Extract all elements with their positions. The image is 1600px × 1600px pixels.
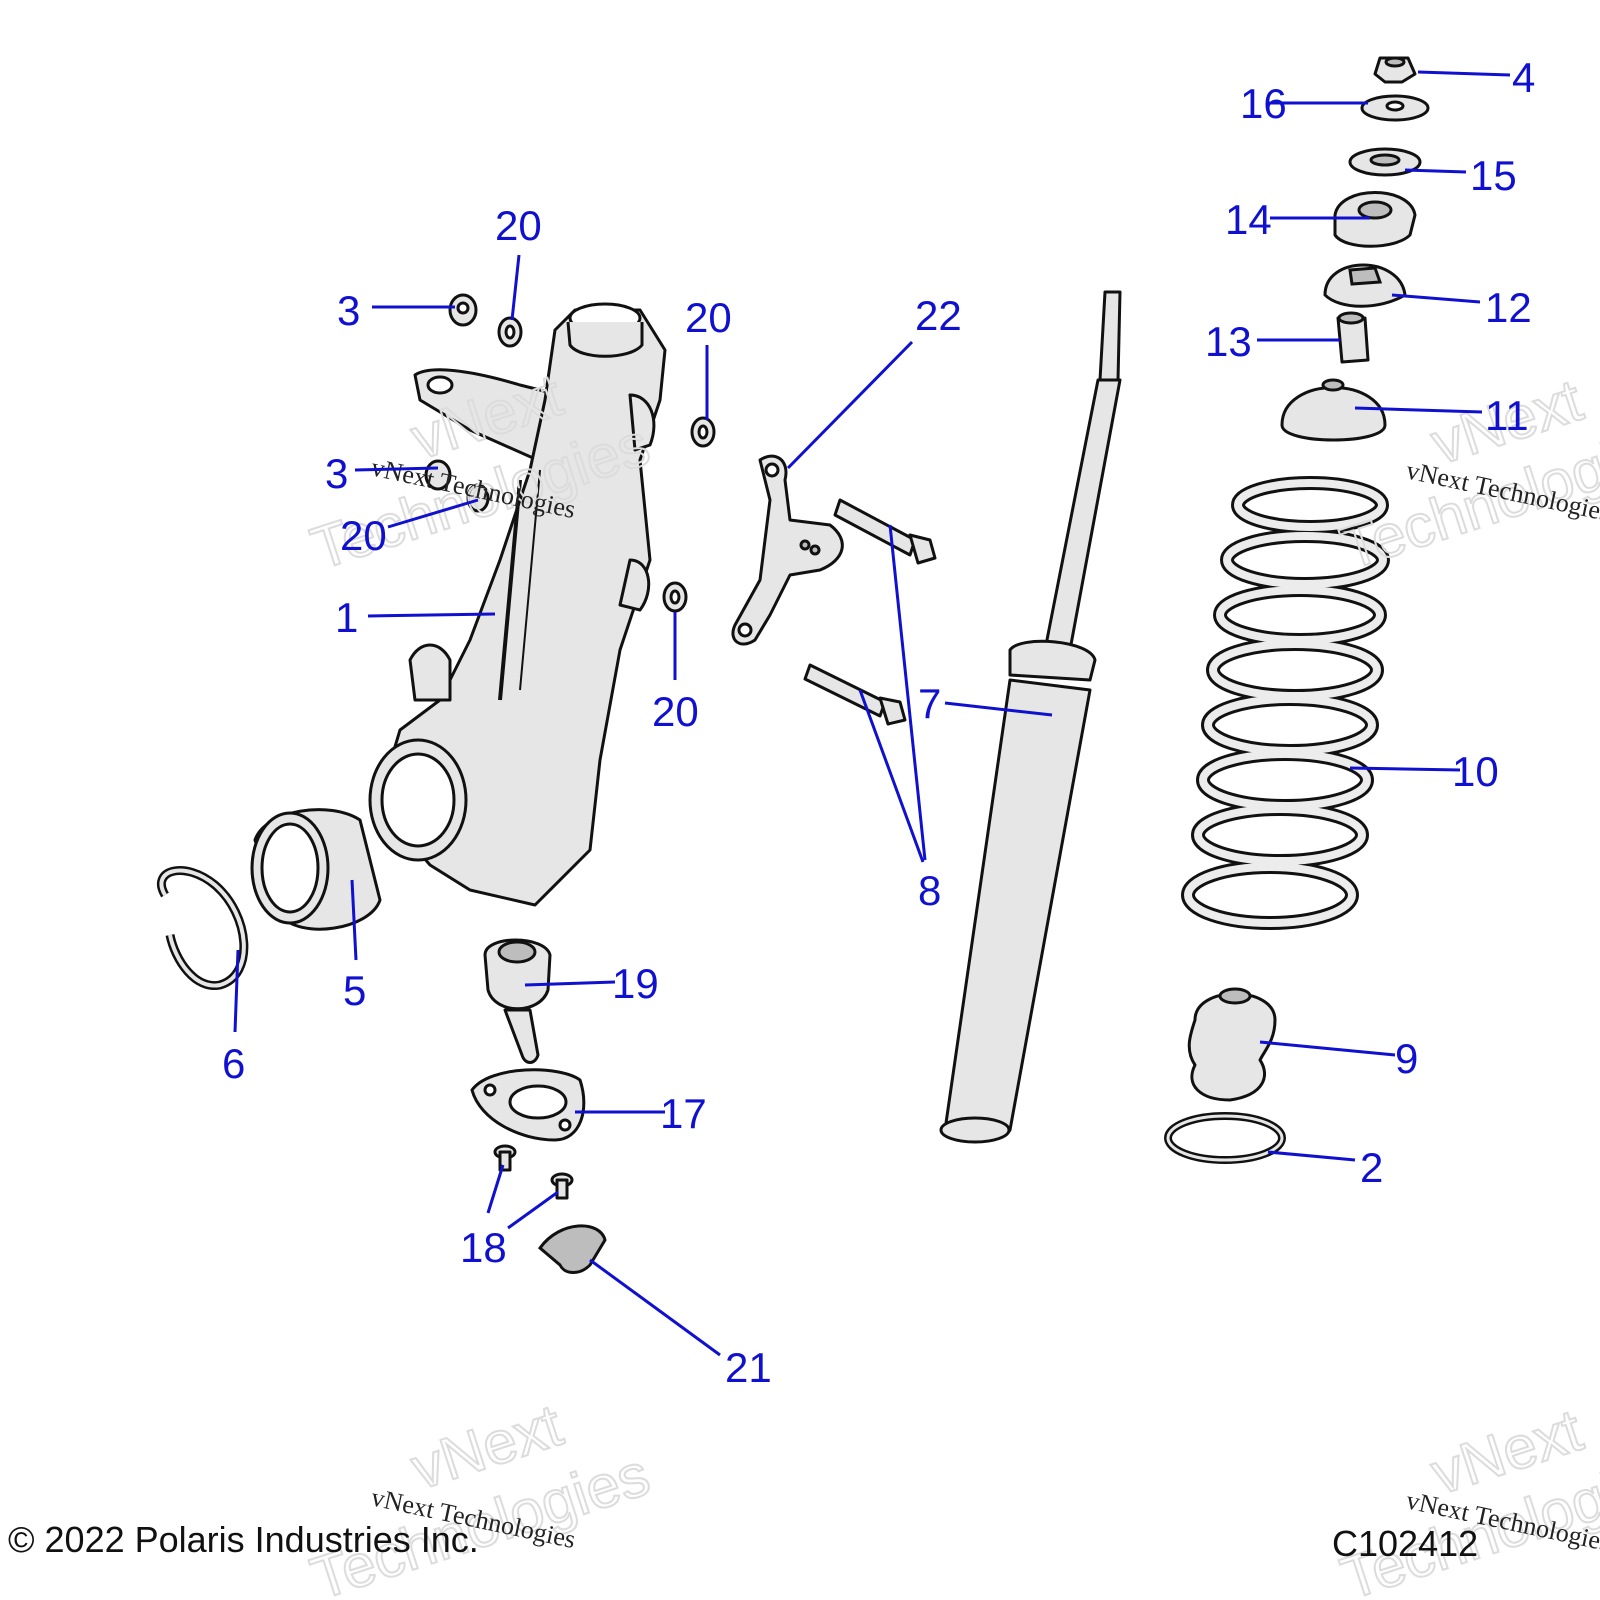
leader-5: [350, 879, 358, 961]
screw-part-b: [550, 1172, 574, 1200]
callout-22: 22: [915, 292, 962, 339]
leader-22: [786, 340, 914, 470]
callout-20-left: 20: [340, 512, 387, 559]
callout-7: 7: [918, 680, 941, 727]
washer-part-d: [662, 581, 688, 613]
nut-part-4: [1373, 56, 1417, 84]
callout-11: 11: [1485, 392, 1529, 439]
callout-8: 8: [918, 867, 941, 914]
callout-20-right-lower: 20: [652, 688, 699, 735]
leader-20a: [510, 254, 521, 321]
bearing-part: [250, 808, 382, 931]
cup-part: [1323, 263, 1407, 308]
callout-9: 9: [1395, 1035, 1418, 1082]
callout-6: 6: [222, 1040, 245, 1087]
bolt-part-a: [833, 498, 937, 565]
leader-8a: [888, 524, 927, 861]
washer-part-c: [466, 483, 490, 513]
cap-part: [537, 1224, 607, 1274]
washer-part-15: [1348, 147, 1422, 177]
coil-spring-part: [1181, 476, 1390, 930]
leader-20c: [387, 498, 479, 529]
leader-18a: [486, 1164, 505, 1214]
bump-stop-part: [1187, 987, 1277, 1102]
leader-11: [1354, 406, 1483, 414]
callout-2: 2: [1360, 1144, 1383, 1191]
callout-17: 17: [660, 1090, 707, 1137]
callout-18: 18: [460, 1224, 507, 1271]
ball-joint-part: [483, 938, 552, 1064]
leader-10: [1349, 766, 1461, 772]
copyright-text: © 2022 Polaris Industries Inc.: [8, 1519, 479, 1560]
bolt-part-b: [803, 663, 907, 726]
leader-8b: [858, 689, 925, 863]
callout-14: 14: [1225, 196, 1272, 243]
callout-4: 4: [1512, 54, 1535, 101]
callout-15: 15: [1470, 152, 1517, 199]
callout-5: 5: [343, 967, 366, 1014]
parts-artwork: [156, 56, 1430, 1274]
leader-7: [944, 701, 1053, 717]
snap-ring-part: [156, 866, 249, 990]
leader-lines: [233, 70, 1511, 1357]
spring-seat-ring-part: [1164, 1112, 1286, 1164]
figure-id-text: C102412: [1332, 1523, 1478, 1564]
upper-mount-part: [1280, 378, 1387, 442]
leader-12: [1391, 293, 1481, 304]
callout-13: 13: [1205, 318, 1252, 365]
callout-1: 1: [335, 594, 358, 641]
knuckle-part: [368, 302, 667, 907]
washer-part-b: [690, 416, 716, 448]
spacer-part: [1336, 311, 1370, 364]
leader-9: [1259, 1040, 1396, 1057]
leader-1: [367, 612, 496, 618]
callout-12: 12: [1485, 284, 1532, 331]
callout-21: 21: [725, 1344, 772, 1391]
callout-10: 10: [1452, 748, 1499, 795]
callout-3-upper: 3: [337, 287, 360, 334]
bracket-part: [731, 454, 844, 646]
callout-labels: 1 2 3 3 4 5 6 7 8 9 10 11 12 13 14 15 16…: [222, 54, 1535, 1391]
plate-part: [470, 1068, 586, 1142]
shock-absorber-part: [939, 290, 1122, 1144]
leader-15: [1404, 168, 1467, 174]
leader-18b: [507, 1190, 559, 1230]
leader-19: [524, 980, 616, 987]
washer-part-a: [497, 316, 523, 348]
leader-21: [589, 1258, 721, 1357]
leader-6: [233, 949, 240, 1033]
washer-part-16: [1360, 94, 1430, 122]
screw-part-a: [493, 1144, 517, 1172]
leader-4: [1417, 70, 1511, 77]
callout-3-lower: 3: [325, 450, 348, 497]
leader-2: [1267, 1150, 1356, 1162]
callout-16: 16: [1240, 80, 1287, 127]
callout-19: 19: [612, 960, 659, 1007]
callout-20-top: 20: [495, 202, 542, 249]
leader-3b: [354, 466, 439, 472]
insulator-part: [1333, 191, 1417, 248]
callout-20-right-upper: 20: [685, 294, 732, 341]
nut-part-a: [448, 293, 478, 327]
